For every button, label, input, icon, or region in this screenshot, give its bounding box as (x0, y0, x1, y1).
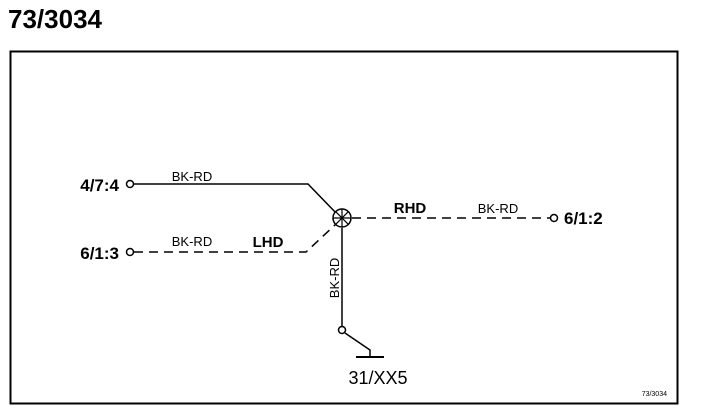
variant-label-lhd: LHD (253, 234, 284, 251)
variant-label-rhd: RHD (394, 200, 427, 217)
terminal-left-top-icon (125, 179, 135, 189)
connector-label-left-top: 4/7:4 (80, 176, 119, 195)
connector-label-right: 6/1:2 (564, 209, 603, 228)
ground-label: 31/XX5 (348, 368, 407, 388)
diagram-frame (9, 50, 679, 405)
ground-lead (344, 332, 371, 357)
wire-top-left (134, 183, 338, 215)
splice-icon (332, 208, 352, 228)
wire-label-bottom-left: BK-RD (172, 234, 212, 249)
wire-label-right: BK-RD (478, 201, 518, 216)
terminal-ground-icon (337, 325, 347, 335)
connector-label-left-bottom: 6/1:3 (80, 244, 119, 263)
terminal-left-bottom-icon (125, 247, 135, 257)
wire-bottom-left-lhd (134, 223, 337, 253)
terminal-right-icon (549, 213, 559, 223)
page-title: 73/3034 (8, 4, 102, 34)
wire-label-vertical: BK-RD (327, 258, 342, 298)
wire-label-top-left: BK-RD (172, 169, 212, 184)
reference-code: 73/3034 (642, 391, 667, 398)
